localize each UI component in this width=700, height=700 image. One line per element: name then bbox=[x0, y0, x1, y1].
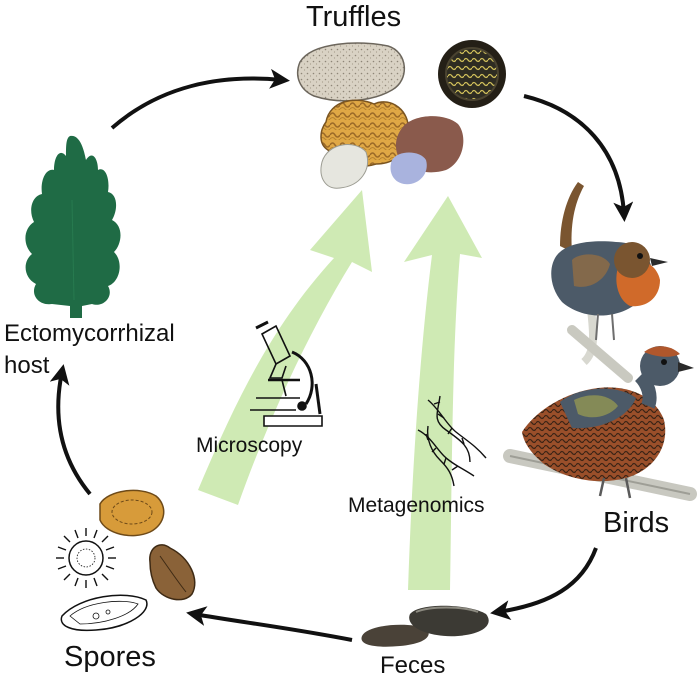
bird-icon bbox=[551, 182, 668, 383]
host-label-line1: Ectomycorrhizal bbox=[4, 320, 175, 347]
microscope-icon bbox=[250, 320, 323, 427]
feces-icon bbox=[361, 605, 489, 647]
microscopy-label: Microscopy bbox=[196, 434, 303, 457]
cycle-arrow-feces-to-spores bbox=[186, 606, 353, 642]
truffles-label: Truffles bbox=[306, 1, 402, 33]
spore-icon bbox=[56, 489, 196, 632]
feces-label: Feces bbox=[380, 652, 446, 679]
ectomycorrhizal-host-label: Ectomycorrhizal host bbox=[4, 318, 175, 383]
truffle-icon bbox=[296, 40, 506, 189]
cycle-arrow-truffles-to-birds bbox=[523, 94, 634, 222]
metagenomics-label: Metagenomics bbox=[348, 494, 485, 517]
cycle-arrow-birds-to-feces bbox=[490, 547, 598, 621]
spores-label: Spores bbox=[64, 641, 156, 673]
microscopy-method-arrow bbox=[198, 190, 372, 505]
host-label-line2: host bbox=[4, 352, 50, 380]
dna-icon bbox=[417, 395, 487, 487]
bird-icon bbox=[503, 346, 697, 501]
birds-label: Birds bbox=[603, 507, 670, 539]
metagenomics-method-arrow bbox=[404, 196, 482, 590]
tree-icon bbox=[25, 135, 121, 318]
cycle-arrow-spores-to-host bbox=[49, 364, 92, 496]
cycle-arrow-host-to-truffles bbox=[110, 68, 290, 130]
